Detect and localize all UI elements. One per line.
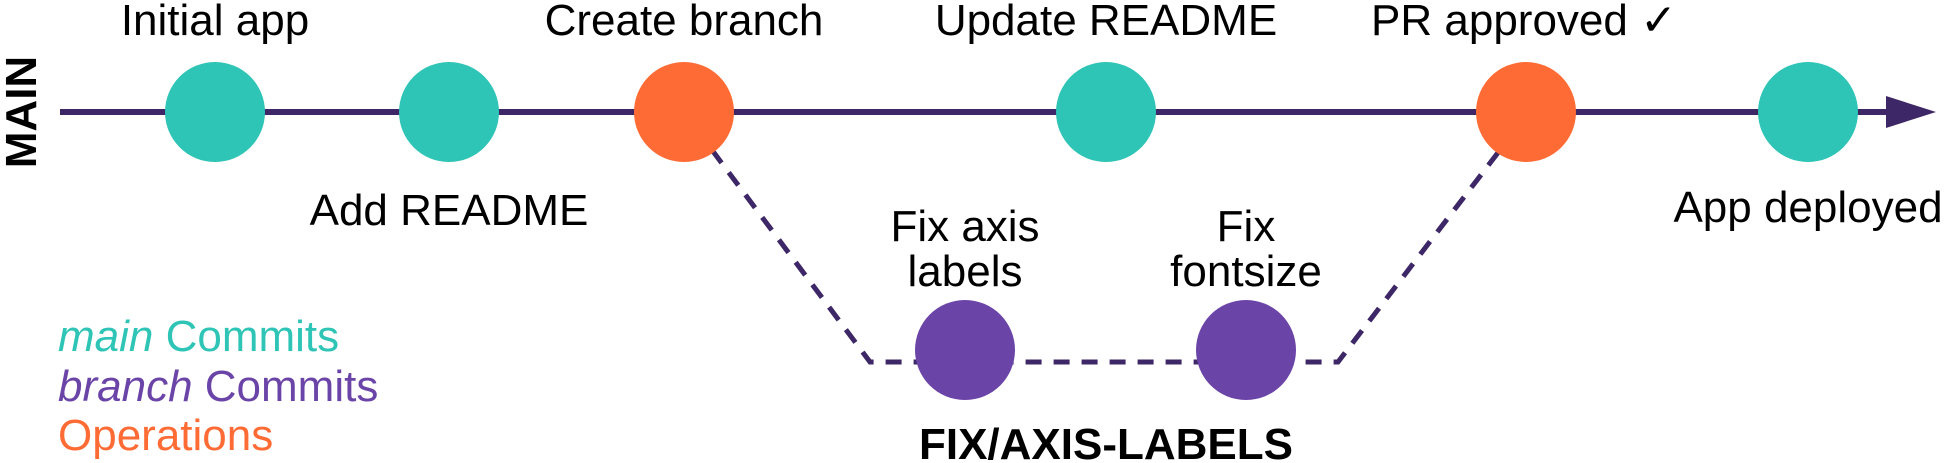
commit-node-fix-fontsize[interactable]: [1196, 300, 1296, 400]
main-branch-label: MAIN: [0, 56, 46, 168]
commit-node-update-readme[interactable]: [1056, 62, 1156, 162]
node-label-update-readme: Update README: [935, 0, 1277, 45]
node-label-pr-approved: PR approved ✓: [1371, 0, 1677, 45]
node-label-create-branch: Create branch: [545, 0, 824, 45]
node-label-initial-app: Initial app: [121, 0, 309, 45]
legend-item-main-commits-em: main: [58, 312, 153, 361]
commit-node-add-readme[interactable]: [399, 62, 499, 162]
node-label-add-readme: Add README: [310, 186, 589, 235]
legend-item-operations: Operations: [58, 411, 273, 460]
commit-node-fix-axis-labels[interactable]: [915, 300, 1015, 400]
node-label-fix-axis-labels-line-2: labels: [908, 247, 1023, 296]
legend-item-branch-commits: branch Commits: [58, 362, 378, 411]
node-label-fix-fontsize-line-2: fontsize: [1170, 247, 1322, 296]
operation-node-pr-approved[interactable]: [1476, 62, 1576, 162]
main-line-arrow-icon: [1886, 96, 1936, 128]
legend-item-branch-commits-em: branch: [58, 362, 193, 411]
node-label-fix-fontsize-line-1: Fix: [1217, 202, 1276, 251]
legend: main Commits branch Commits Operations: [58, 312, 378, 460]
legend-item-branch-commits-text: Commits: [193, 362, 379, 411]
node-label-app-deployed: App deployed: [1673, 183, 1942, 232]
feature-branch-label: FIX/AXIS-LABELS: [919, 420, 1293, 463]
node-label-fix-axis-labels-line-1: Fix axis: [890, 202, 1039, 251]
operation-node-create-branch[interactable]: [634, 62, 734, 162]
legend-item-main-commits: main Commits: [58, 312, 339, 361]
legend-item-main-commits-text: Commits: [153, 312, 339, 361]
commit-node-initial-app[interactable]: [165, 62, 265, 162]
commit-node-app-deployed[interactable]: [1758, 62, 1858, 162]
feature-branch-path: [709, 148, 1502, 365]
